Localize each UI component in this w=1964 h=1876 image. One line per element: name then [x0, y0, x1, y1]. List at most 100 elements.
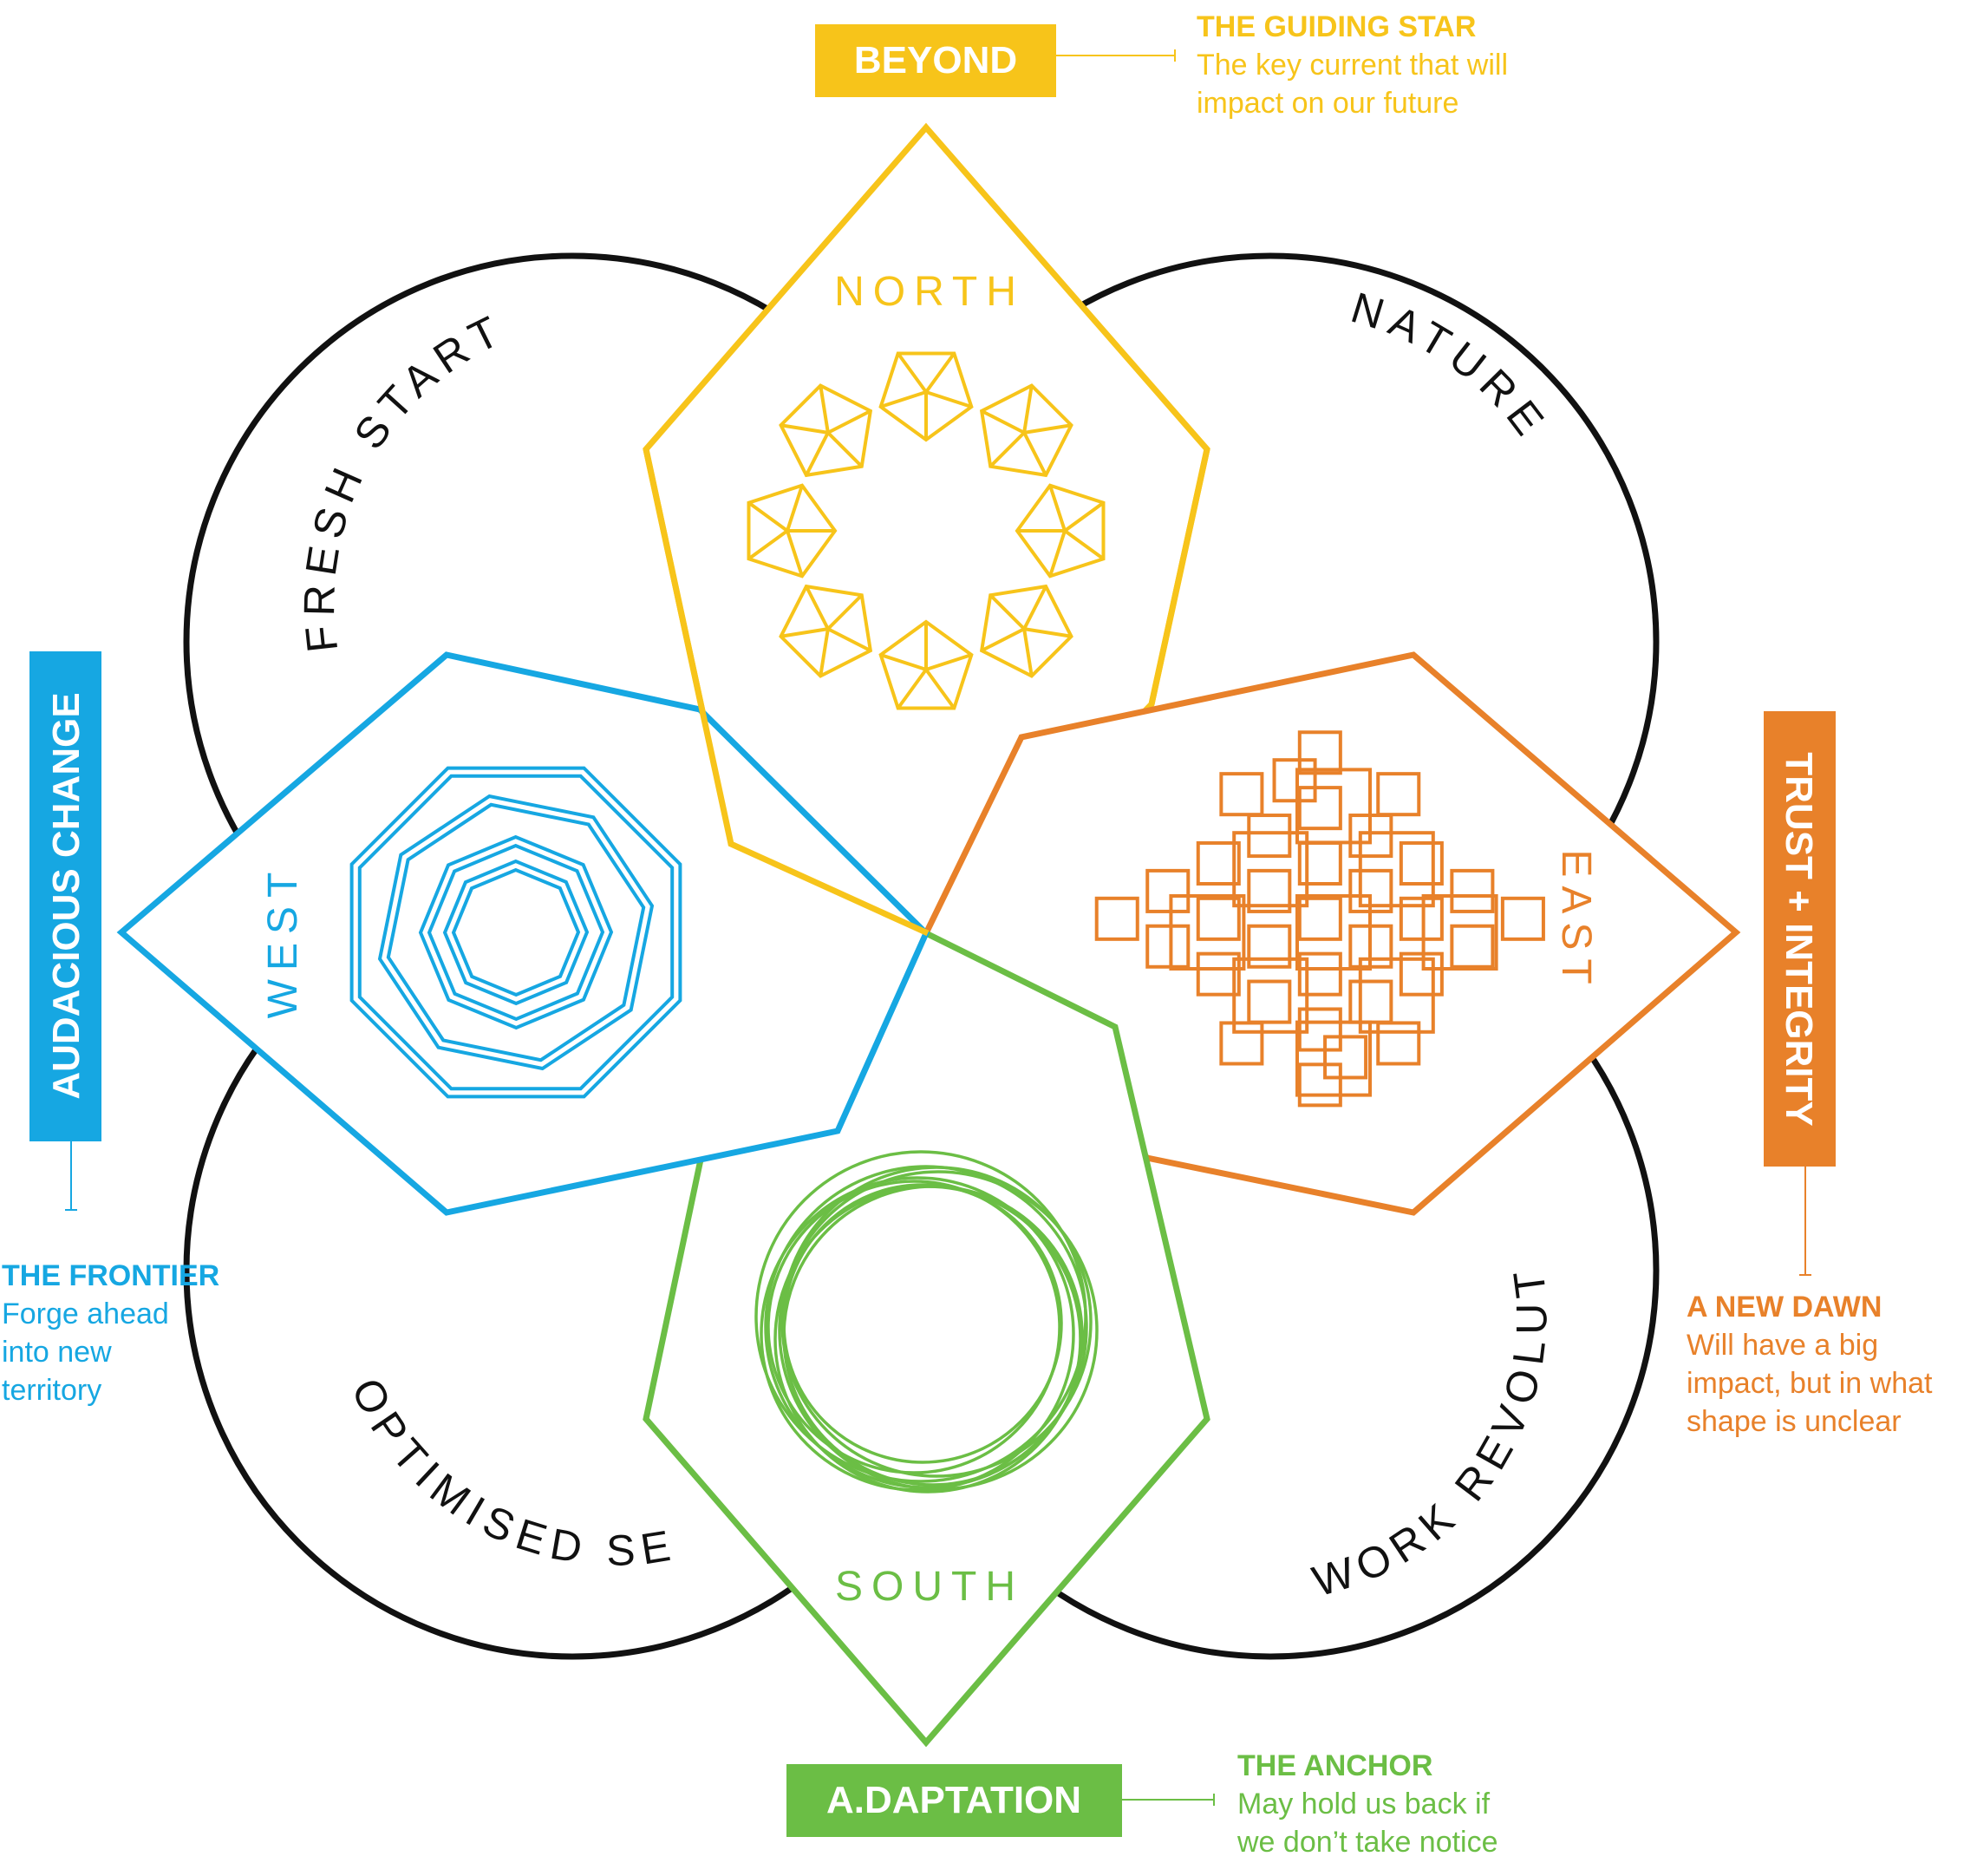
- overlap-circle: [778, 1170, 1099, 1491]
- lattice-square: [1297, 730, 1342, 775]
- lattice-square: [1399, 951, 1444, 997]
- lattice-square-large: [1358, 831, 1435, 908]
- lattice-square: [1376, 772, 1421, 817]
- lattice-square: [1247, 814, 1292, 859]
- pentagon-cell: [1015, 483, 1106, 578]
- pentagon-spoke: [880, 653, 927, 671]
- guiding-star-line-2: impact on our future: [1197, 87, 1458, 120]
- frontier-line-1: Forge ahead: [2, 1298, 169, 1330]
- beyond-box: [815, 24, 1056, 97]
- trust-integrity-label: TRUST + INTEGRITY: [1778, 752, 1820, 1126]
- pentagon-spoke: [897, 668, 928, 709]
- audacious-change-label: AUDACIOUS CHANGE: [45, 692, 88, 1099]
- overlap-circle: [767, 1180, 1061, 1474]
- pentagon-spoke: [981, 409, 1026, 435]
- pentagon-ring-icon: [747, 351, 1106, 710]
- lattice-square: [1247, 979, 1292, 1024]
- new-dawn-line-3: shape is unclear: [1687, 1405, 1902, 1438]
- pentagon-spoke: [1022, 585, 1047, 631]
- lattice-square: [1247, 924, 1292, 969]
- lattice-square: [1399, 896, 1444, 941]
- lattice-square: [1297, 951, 1342, 997]
- lattice-square: [1500, 896, 1545, 941]
- pentagon-spoke: [780, 423, 829, 435]
- anchor-title: THE ANCHOR: [1237, 1749, 1432, 1782]
- new-dawn-title: A NEW DAWN: [1687, 1291, 1882, 1324]
- pentagon-spoke: [924, 352, 956, 394]
- direction-west: WEST: [260, 864, 306, 1019]
- south-callout: A.DAPTATION THE ANCHOR May hold us back …: [786, 1749, 1498, 1859]
- pentagon-cell: [979, 383, 1073, 478]
- pentagon-spoke: [1022, 628, 1034, 677]
- pentagon-spoke: [819, 385, 830, 434]
- lattice-square-large: [1232, 831, 1309, 908]
- lattice-square-large: [1295, 894, 1372, 971]
- direction-east: EAST: [1553, 849, 1599, 992]
- pentagon-spoke: [1048, 530, 1067, 577]
- lattice-square: [1450, 924, 1495, 969]
- adaptation-label: A.DAPTATION: [826, 1779, 1081, 1821]
- pentagon-cell: [979, 584, 1073, 678]
- lattice-square-large: [1295, 1020, 1372, 1097]
- trust-integrity-box: [1764, 711, 1836, 1167]
- lattice-square: [1376, 1021, 1421, 1066]
- lattice-square: [1247, 868, 1292, 913]
- guiding-star-line-1: The key current that will: [1197, 49, 1508, 82]
- pentagon-spoke: [1022, 385, 1034, 434]
- lattice-square: [1450, 868, 1495, 913]
- octagon-ring: [386, 802, 646, 1062]
- pentagon-spoke: [1022, 431, 1047, 476]
- pentagon-spoke: [989, 593, 1026, 631]
- pentagon-spoke: [1023, 627, 1072, 638]
- pentagon-spoke: [1063, 501, 1105, 533]
- pentagon-spoke: [826, 431, 864, 468]
- pentagon-spoke: [924, 668, 956, 709]
- direction-pentagons: [116, 122, 1741, 1748]
- overlap-circle: [780, 1166, 1093, 1478]
- pentagon-cell: [878, 619, 974, 710]
- lattice-square: [1196, 840, 1241, 886]
- lattice-square-large: [1295, 768, 1372, 845]
- pentagon-cell: [878, 351, 974, 442]
- lattice-square: [1323, 1035, 1368, 1080]
- ring-label-fresh-start: FRESH START: [295, 304, 513, 655]
- pentagon-cell: [779, 383, 873, 478]
- octagon-ring: [377, 794, 655, 1071]
- pentagon-spoke: [805, 431, 830, 476]
- lattice-square: [1219, 1021, 1264, 1066]
- octagon-ring: [451, 867, 581, 997]
- lattice-square: [1297, 1062, 1342, 1108]
- pentagon-spoke: [925, 390, 972, 409]
- lattice-square: [1297, 1007, 1342, 1052]
- overlap-circle: [773, 1185, 1082, 1494]
- lattice-square: [1196, 896, 1241, 941]
- nested-octagons-icon: [349, 766, 682, 1099]
- octagon-ring: [427, 843, 605, 1022]
- lattice-square: [1196, 951, 1241, 997]
- north-edge-overlay-right: [1148, 448, 1210, 705]
- octagon-ring: [349, 766, 682, 1099]
- pentagon-spoke: [897, 352, 928, 394]
- new-dawn-line-1: Will have a big: [1687, 1329, 1878, 1362]
- lattice-square-large: [1232, 957, 1309, 1034]
- pentagon-spoke: [819, 628, 830, 677]
- adaptation-box: [786, 1764, 1122, 1837]
- pentagon-spoke: [880, 390, 927, 409]
- pentagon-cell: [779, 584, 873, 678]
- pentagon-spoke: [826, 593, 864, 631]
- lattice-square: [1145, 868, 1191, 913]
- lattice-square-large: [1421, 894, 1498, 971]
- octagon-ring: [418, 834, 614, 1030]
- pentagon-spoke: [786, 485, 804, 532]
- frontier-line-3: territory: [2, 1374, 101, 1407]
- pentagon-spoke: [786, 530, 804, 577]
- lattice-square-large: [1358, 957, 1435, 1034]
- anchor-line-2: we don’t take notice: [1236, 1826, 1498, 1859]
- octagon-ring: [442, 859, 590, 1006]
- lattice-square: [1272, 758, 1317, 803]
- pentagon-spoke: [1048, 485, 1067, 532]
- square-lattice-icon: [1094, 730, 1545, 1108]
- pentagon-spoke: [826, 409, 871, 435]
- lattice-square: [1297, 786, 1342, 831]
- beyond-label: BEYOND: [854, 39, 1017, 82]
